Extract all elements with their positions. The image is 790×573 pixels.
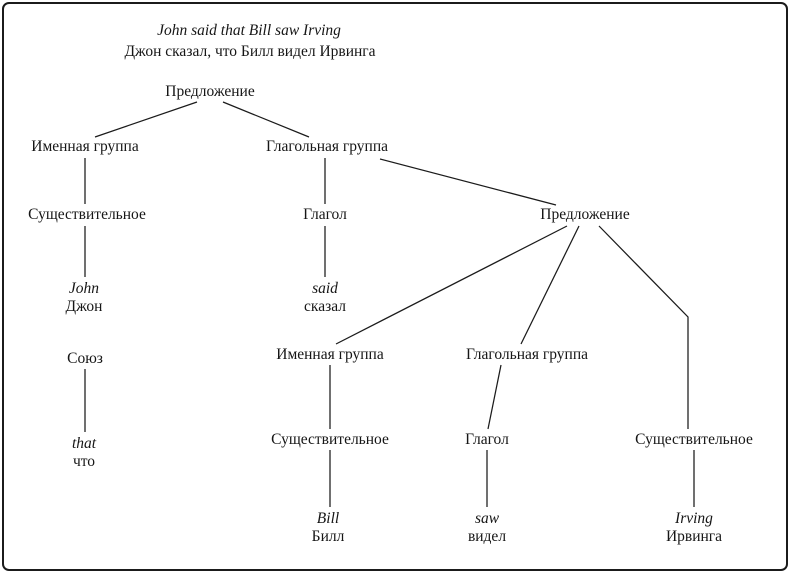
node-verb-phrase-1: Глагольная группа	[265, 138, 389, 155]
leaf-john-ru: Джон	[65, 298, 103, 315]
leaf-bill-en: Bill	[316, 510, 340, 527]
edge-s1-vp1	[222, 101, 310, 138]
node-sentence-root: Предложение	[165, 83, 255, 100]
leaf-saw-en: saw	[474, 510, 500, 527]
node-noun-phrase-1: Именная группа	[31, 138, 139, 155]
node-noun-phrase-2: Именная группа	[276, 346, 384, 363]
edge-s2-np2	[335, 225, 568, 345]
leaf-irving-ru: Ирвинга	[665, 528, 723, 545]
node-verb-phrase-2: Глагольная группа	[465, 346, 589, 363]
node-noun-2: Существительное	[271, 431, 389, 448]
leaf-bill-ru: Билл	[311, 528, 345, 545]
leaf-saw: saw видел	[468, 510, 506, 546]
leaf-said-ru: сказал	[304, 298, 346, 315]
leaf-said-en: said	[312, 280, 338, 297]
leaf-saw-ru: видел	[467, 528, 507, 545]
node-sentence-embedded: Предложение	[540, 206, 630, 223]
node-noun-1: Существительное	[28, 206, 146, 223]
leaf-bill: Bill Билл	[312, 510, 345, 546]
leaf-that-ru: что	[72, 453, 96, 470]
edge-vp2-v2	[487, 364, 502, 430]
node-verb-1: Глагол	[303, 206, 347, 223]
edge-s2-vp2	[520, 225, 580, 345]
node-verb-2: Глагол	[465, 431, 509, 448]
leaf-irving: Irving Ирвинга	[666, 510, 722, 546]
node-conjunction: Союз	[67, 350, 103, 367]
leaf-john-en: John	[68, 280, 100, 297]
sentence-russian: Джон сказал, что Билл видел Ирвинга	[124, 43, 376, 60]
leaf-that: that что	[72, 435, 96, 471]
edge-vp1-s2	[379, 158, 557, 206]
leaf-irving-en: Irving	[675, 510, 713, 527]
edge-s2-n3	[598, 225, 689, 429]
leaf-john: John Джон	[66, 280, 103, 316]
edge-s1-np1	[94, 101, 198, 138]
sentence-english: John said that Bill saw Irving	[157, 22, 341, 39]
node-noun-3: Существительное	[635, 431, 753, 448]
leaf-that-en: that	[71, 435, 97, 452]
leaf-said: said сказал	[304, 280, 346, 316]
